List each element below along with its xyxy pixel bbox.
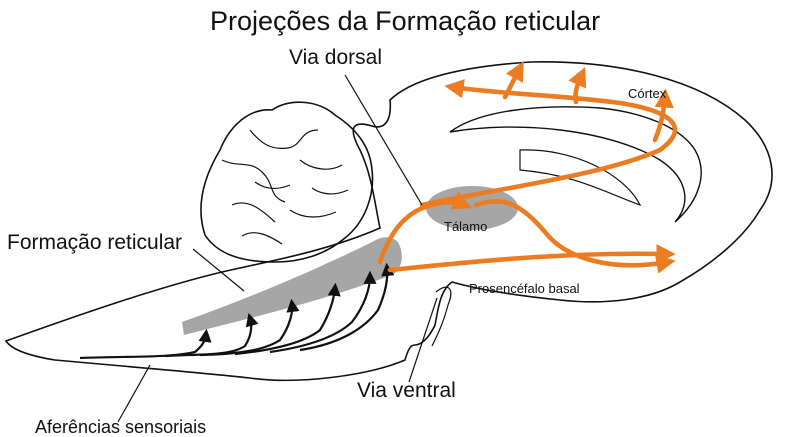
label-via-dorsal: Via dorsal <box>289 47 382 68</box>
cerebellum <box>201 102 373 262</box>
label-aferencias-sensoriais: Aferências sensoriais <box>35 418 206 436</box>
label-formacao-reticular: Formação reticular <box>7 232 182 253</box>
label-talamo: Tálamo <box>444 220 487 233</box>
diagram-title: Projeções da Formação reticular <box>210 8 600 35</box>
label-via-ventral: Via ventral <box>357 380 456 401</box>
hippocampal-curve <box>520 150 640 205</box>
label-prosencefalo-basal: Prosencéfalo basal <box>469 282 580 295</box>
label-cortex: Córtex <box>628 87 666 100</box>
brain-outline <box>6 62 772 380</box>
cerebellum-folia <box>222 130 348 244</box>
